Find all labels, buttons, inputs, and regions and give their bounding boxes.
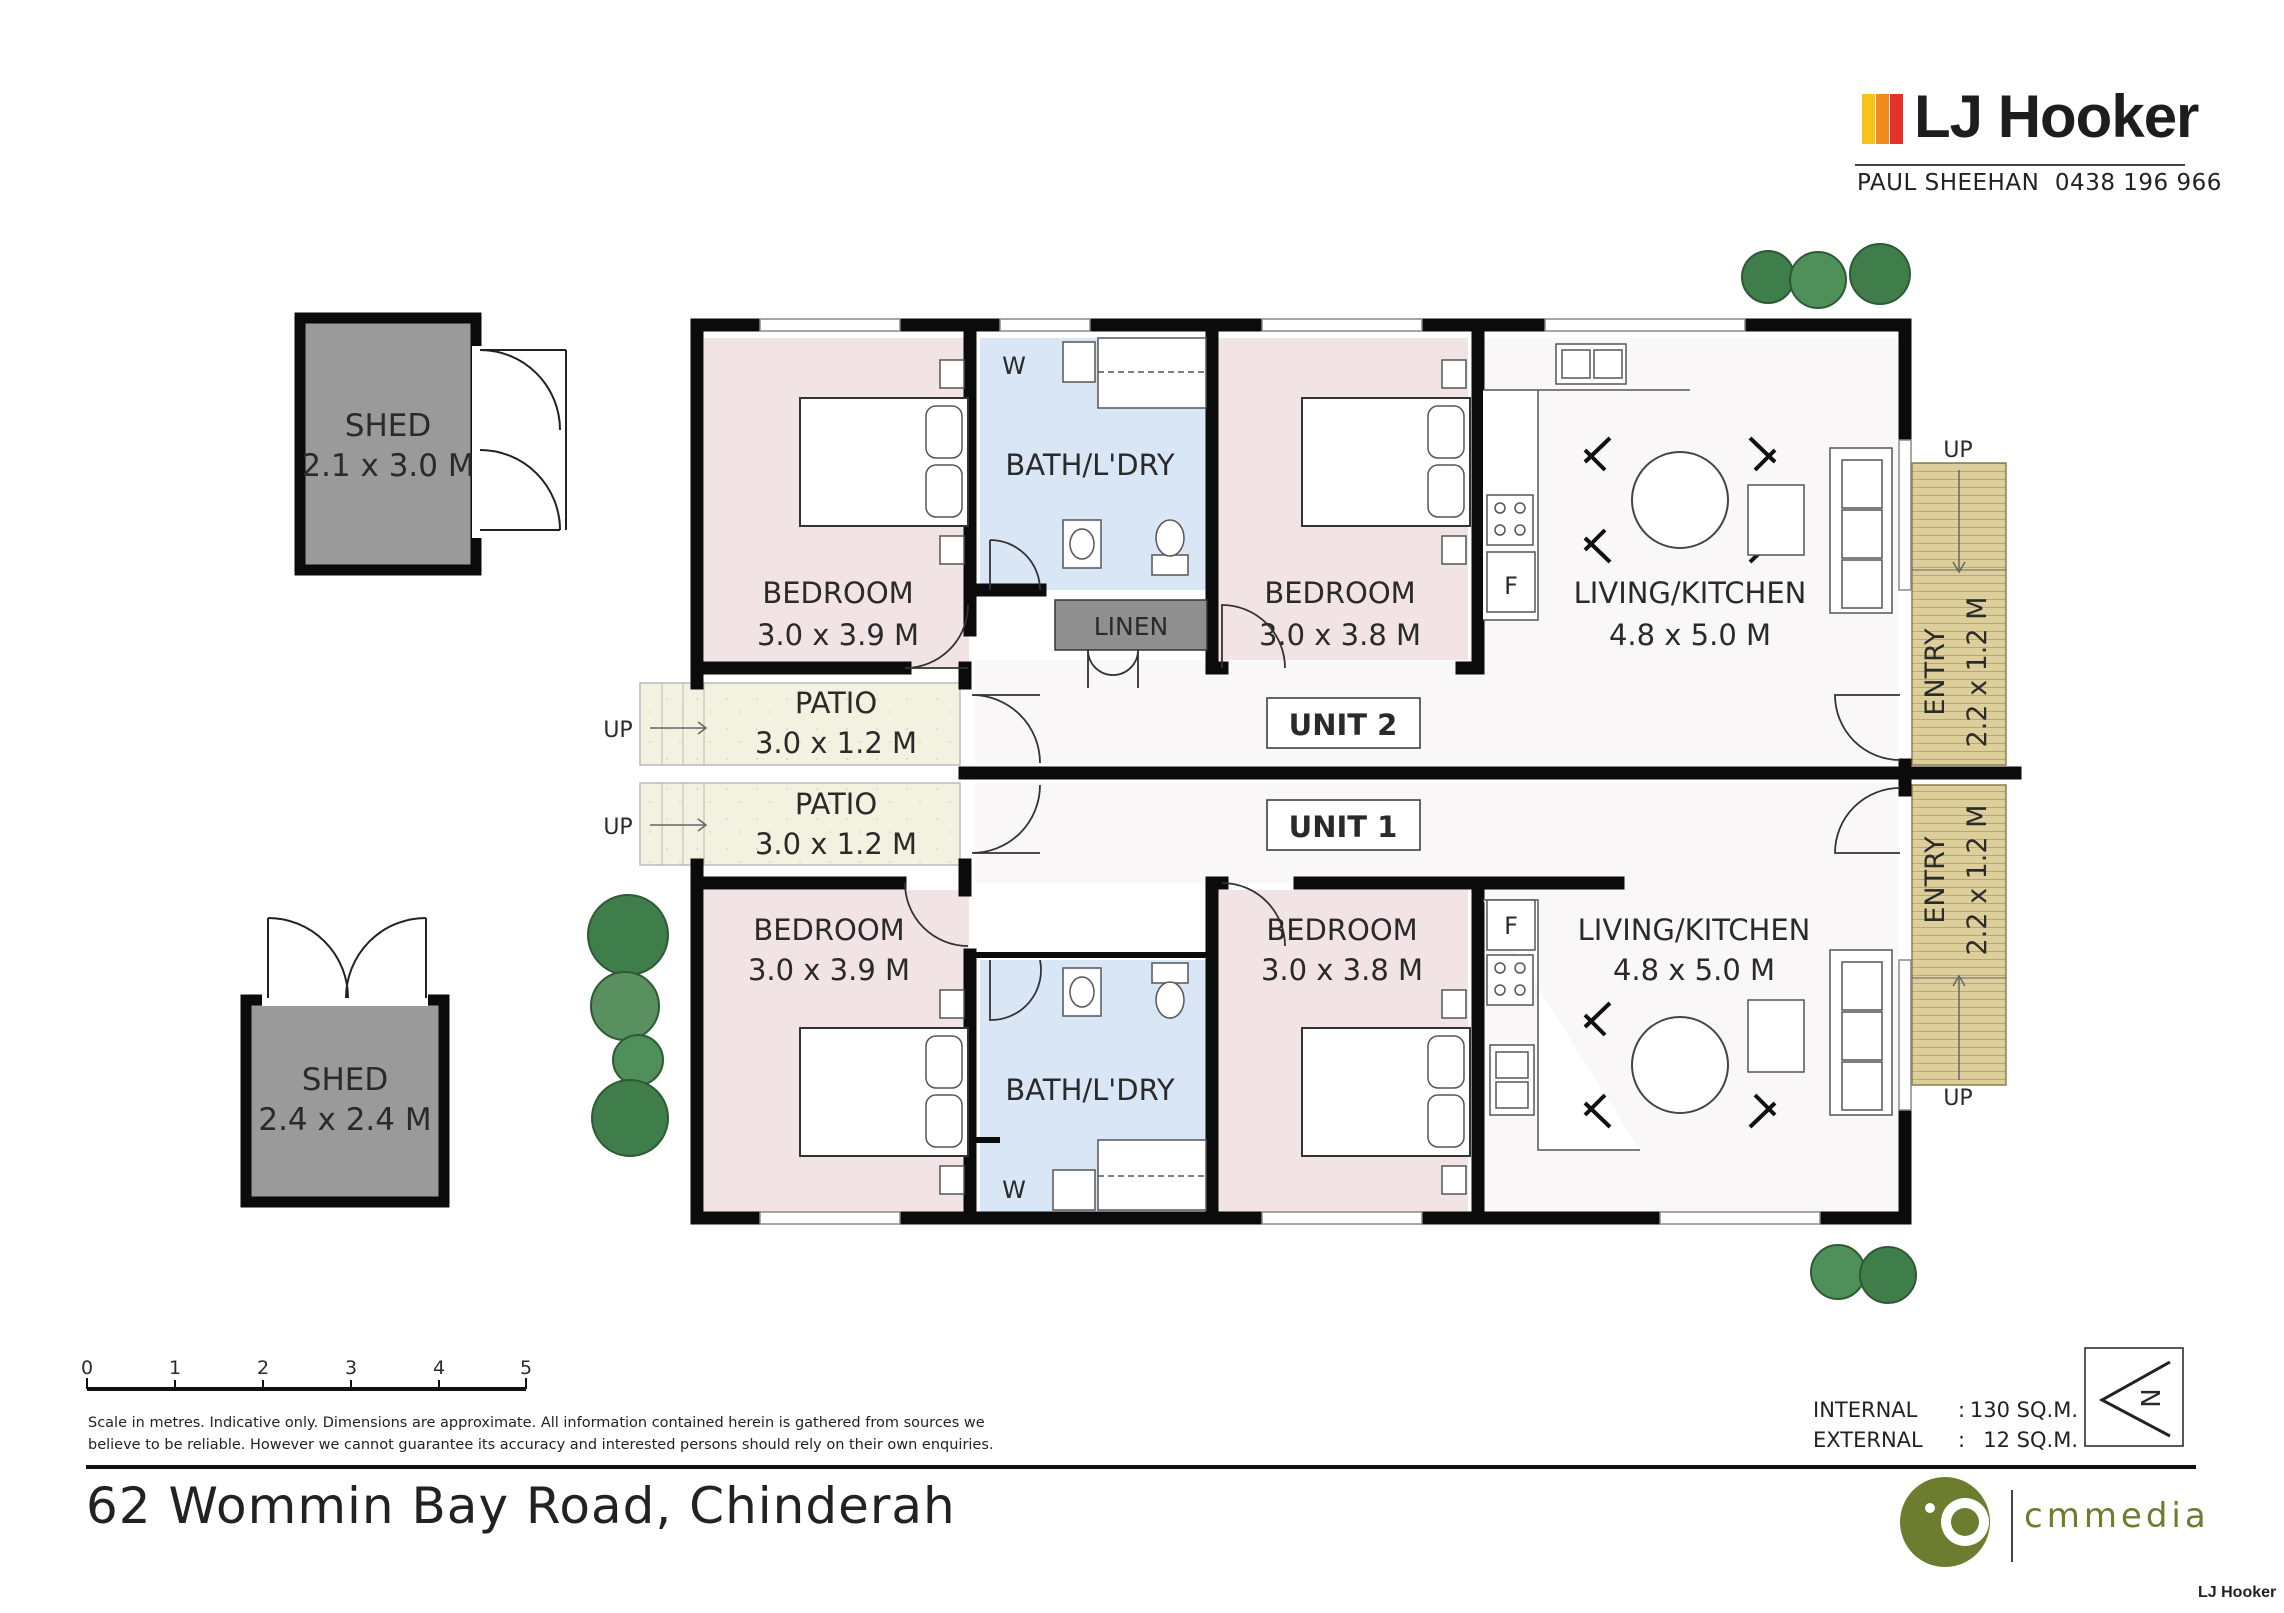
trees xyxy=(587,243,1917,1304)
property-address: 62 Wommin Bay Road, Chinderah xyxy=(86,1477,956,1535)
u2-linen-label: LINEN xyxy=(1094,612,1169,641)
area-internal-label: INTERNAL xyxy=(1813,1398,1918,1422)
cmmedia-wordmark: cmmedia xyxy=(2024,1496,2210,1536)
u1-fridge: F xyxy=(1504,912,1518,940)
disclaimer: Scale in metres. Indicative only. Dimens… xyxy=(88,1412,994,1456)
u1-entry-name: ENTRY xyxy=(1920,836,1951,924)
u1-patio-size: 3.0 x 1.2 M xyxy=(755,827,917,861)
logo-bar-orange xyxy=(1876,94,1889,144)
agent-phone: 0438 196 966 xyxy=(2054,170,2222,196)
u2-entry-size: 2.2 x 1.2 M xyxy=(1962,597,1993,748)
area-external-label: EXTERNAL xyxy=(1813,1428,1923,1452)
dining-tables xyxy=(1583,436,1777,1129)
u1-patio-up: UP xyxy=(603,815,632,840)
shed-top-size: 2.1 x 3.0 M xyxy=(301,448,474,484)
area-external-sep: : xyxy=(1958,1428,1966,1452)
windows xyxy=(759,318,1912,1225)
kitchen-fixtures xyxy=(1483,343,1690,1151)
scale-tick-5: 5 xyxy=(520,1357,532,1379)
u2-living-name: LIVING/KITCHEN xyxy=(1574,576,1807,610)
scale-tick-1: 1 xyxy=(169,1357,181,1379)
area-external-value: 12 SQ.M. xyxy=(1983,1428,2078,1452)
u1-bedroom2-name: BEDROOM xyxy=(1266,913,1417,947)
area-internal-sep: : xyxy=(1958,1398,1966,1422)
area-internal-value: 130 SQ.M. xyxy=(1969,1398,2078,1422)
brand-rule xyxy=(1855,164,2185,166)
doors xyxy=(904,539,1901,1021)
logo-bar-red xyxy=(1890,94,1903,144)
thin-walls xyxy=(975,952,1212,1143)
u1-patio-name: PATIO xyxy=(795,787,877,821)
unit2-label: UNIT 2 xyxy=(1289,708,1398,742)
bedside-tables xyxy=(939,359,1467,1195)
u2-bedroom2-name: BEDROOM xyxy=(1264,576,1415,610)
disclaimer-line2: believe to be reliable. However we canno… xyxy=(88,1437,994,1453)
pillows xyxy=(925,405,1465,1148)
u2-entry-name: ENTRY xyxy=(1920,628,1951,716)
u2-patio-name: PATIO xyxy=(795,686,877,720)
shed-bottom-name: SHED xyxy=(302,1062,388,1098)
u2-patio xyxy=(639,682,961,766)
u2-entry-up: UP xyxy=(1943,438,1972,463)
u2-washer: W xyxy=(1002,352,1026,380)
area-external-row: EXTERNAL : 12 SQ.M. xyxy=(1813,1428,2078,1458)
u1-patio xyxy=(639,782,961,866)
scale-tick-4: 4 xyxy=(433,1357,445,1379)
u2-living-size: 4.8 x 5.0 M xyxy=(1609,618,1771,652)
unit2-box xyxy=(1266,697,1421,749)
u1-bath-name: BATH/L'DRY xyxy=(1005,1073,1175,1107)
scale-tick-3: 3 xyxy=(345,1357,357,1379)
agent-name: PAUL SHEEHAN xyxy=(1857,170,2040,196)
unit1-label: UNIT 1 xyxy=(1289,810,1398,844)
scale-tick-0: 0 xyxy=(81,1357,93,1379)
u1-entry-deck xyxy=(1911,784,2007,1086)
disclaimer-line1: Scale in metres. Indicative only. Dimens… xyxy=(88,1415,985,1431)
u2-linen xyxy=(1054,599,1208,651)
north-compass: N xyxy=(2084,1347,2184,1447)
u2-patio-size: 3.0 x 1.2 M xyxy=(755,726,917,760)
shed-top-name: SHED xyxy=(345,408,431,444)
u1-living-size: 4.8 x 5.0 M xyxy=(1613,953,1775,987)
u1-living-name: LIVING/KITCHEN xyxy=(1578,913,1811,947)
bath-fixtures xyxy=(1052,337,1207,1211)
area-summary: INTERNAL : 130 SQ.M. EXTERNAL : 12 SQ.M. xyxy=(1813,1398,2078,1458)
u2-bedroom1-size: 3.0 x 3.9 M xyxy=(757,618,919,652)
brand-logo: LJ Hooker xyxy=(1862,83,2202,152)
u1-bedroom1-name: BEDROOM xyxy=(753,913,904,947)
shed-top: SHED 2.1 x 3.0 M xyxy=(294,312,567,576)
u1-bedroom2-size: 3.0 x 3.8 M xyxy=(1261,953,1423,987)
shed-bottom: SHED 2.4 x 2.4 M xyxy=(240,917,450,1208)
agent-contact: PAUL SHEEHAN 0438 196 966 xyxy=(1857,170,2222,196)
lj-hooker-watermark: LJ Hooker xyxy=(2198,1584,2277,1601)
shed-bottom-size: 2.4 x 2.4 M xyxy=(258,1102,431,1138)
u2-fridge: F xyxy=(1504,572,1518,600)
u2-patio-up: UP xyxy=(603,718,632,743)
logo-bar-yellow xyxy=(1862,94,1875,144)
u1-washer: W xyxy=(1002,1176,1026,1204)
sofas xyxy=(1747,447,1893,1116)
u2-bath-name: BATH/L'DRY xyxy=(1005,448,1175,482)
scale-bar: 0 1 2 3 4 5 xyxy=(81,1357,532,1391)
u1-entry-up: UP xyxy=(1943,1086,1972,1111)
compass-letter: N xyxy=(2137,1388,2167,1407)
area-internal-row: INTERNAL : 130 SQ.M. xyxy=(1813,1398,2078,1428)
u1-entry-size: 2.2 x 1.2 M xyxy=(1962,805,1993,956)
u2-bedroom1-name: BEDROOM xyxy=(762,576,913,610)
unit1-box xyxy=(1266,799,1421,851)
u1-bedroom1-size: 3.0 x 3.9 M xyxy=(748,953,910,987)
cmmedia-logo-mark xyxy=(1900,1477,2013,1567)
logo-wordmark: LJ Hooker xyxy=(1914,83,2199,150)
scale-tick-2: 2 xyxy=(257,1357,269,1379)
u2-bedroom2-size: 3.0 x 3.8 M xyxy=(1259,618,1421,652)
u2-entry-deck xyxy=(1911,462,2007,766)
